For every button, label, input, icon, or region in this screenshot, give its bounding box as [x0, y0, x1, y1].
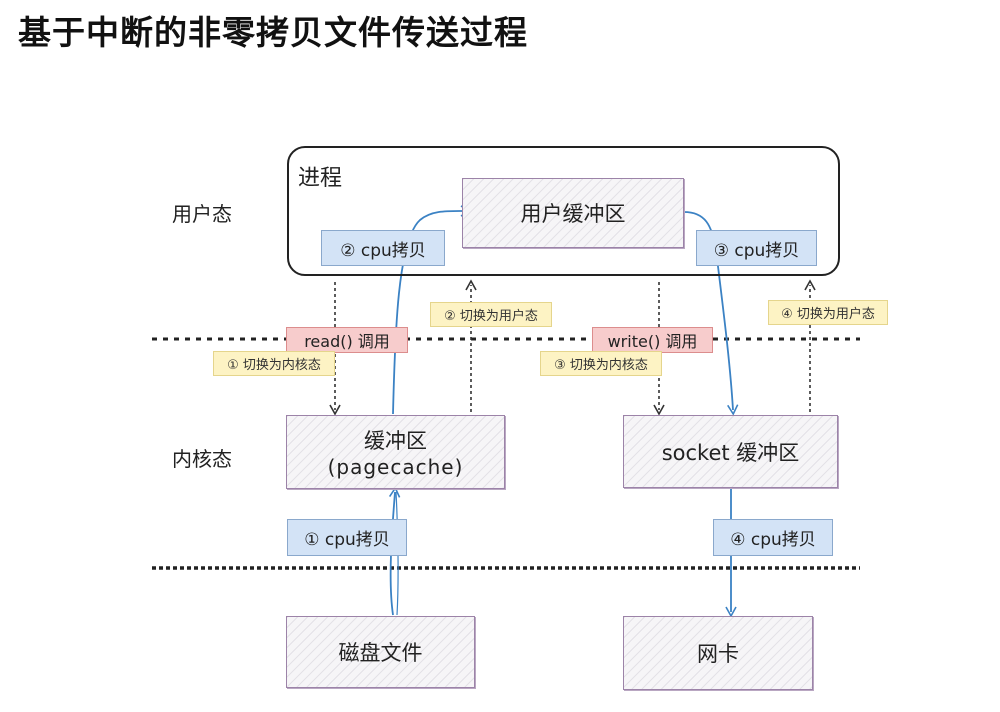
switch-tag-4: ④ 切换为用户态 [768, 300, 888, 325]
disk-file-node[interactable]: 磁盘文件 [286, 616, 475, 688]
user-mode-label: 用户态 [172, 202, 232, 226]
socket-buffer-label: socket 缓冲区 [661, 440, 800, 465]
page-cache-label: 缓冲区 [364, 429, 427, 453]
switch-tag-1: ① 切换为内核态 [213, 351, 335, 376]
nic-node[interactable]: 网卡 [623, 616, 813, 690]
switch-tag-2: ② 切换为用户态 [430, 302, 552, 327]
switch-tag-3: ③ 切换为内核态 [540, 351, 662, 376]
user-buffer-node[interactable]: 用户缓冲区 [462, 178, 684, 248]
process-label: 进程 [298, 166, 343, 191]
write-syscall-tag: write() 调用 [592, 327, 713, 353]
socket-buffer-node[interactable]: socket 缓冲区 [623, 415, 838, 488]
copy-arrow-3 [683, 211, 739, 416]
nic-label: 网卡 [697, 642, 739, 666]
cpu-copy-tag-2: ② cpu拷贝 [321, 230, 445, 266]
diagram-title: 基于中断的非零拷贝文件传送过程 [18, 13, 528, 52]
disk-file-label: 磁盘文件 [338, 641, 423, 665]
process-container [287, 146, 840, 276]
cpu-copy-tag-4: ④ cpu拷贝 [713, 519, 833, 556]
page-cache-node[interactable]: 缓冲区 (pagecache) [286, 415, 505, 489]
cpu-copy-tag-1: ① cpu拷贝 [287, 519, 407, 556]
read-syscall-tag: read() 调用 [286, 327, 408, 353]
user-buffer-label: 用户缓冲区 [520, 202, 626, 226]
page-cache-sublabel: (pagecache) [327, 455, 464, 479]
cpu-copy-tag-3: ③ cpu拷贝 [696, 230, 817, 266]
kernel-mode-label: 内核态 [172, 447, 232, 471]
